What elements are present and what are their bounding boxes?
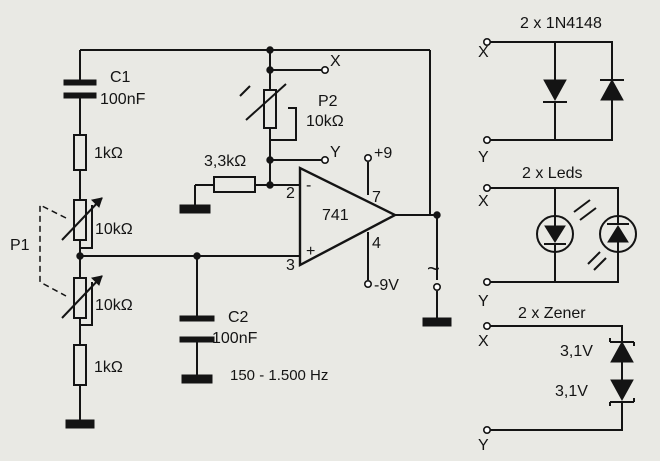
leds-x-label: X	[478, 193, 489, 210]
c1-name: C1	[110, 69, 131, 86]
capacitor-c1	[63, 72, 97, 104]
zener-y-label: Y	[478, 437, 489, 454]
diodes-y-label: Y	[478, 149, 489, 166]
terminal-x-label: X	[330, 53, 341, 70]
diodes-title: 2 x 1N4148	[520, 15, 602, 32]
vplus-label: +9	[374, 145, 392, 162]
zener-terminal-y[interactable]	[482, 425, 491, 434]
terminal-y[interactable]	[320, 156, 329, 165]
resistor-1k-bottom-label: 1kΩ	[94, 359, 123, 376]
p1-lower-label: 10kΩ	[95, 297, 133, 314]
pin-7-label: 7	[372, 189, 381, 206]
main-wires	[79, 49, 438, 420]
option-diodes: 2 x 1N4148 X Y	[478, 15, 624, 166]
ground-symbol-c2	[181, 374, 213, 384]
c2-name: C2	[228, 309, 249, 326]
ground-symbol-output	[422, 317, 452, 327]
terminal-y-label: Y	[330, 144, 341, 161]
pot-p1-lower	[61, 275, 103, 319]
vminus-label: -9V	[374, 277, 399, 294]
c2-value: 100nF	[212, 330, 258, 347]
leds-terminal-x[interactable]	[482, 184, 491, 193]
pot-p1-upper	[61, 197, 103, 241]
diodes-terminal-y[interactable]	[482, 136, 491, 145]
pot-p2	[239, 83, 287, 129]
resistor-3k3-label: 3,3kΩ	[204, 153, 246, 170]
pin-3-label: 3	[286, 257, 295, 274]
resistor-1k-bottom	[73, 344, 87, 386]
pin-4-label: 4	[372, 235, 381, 252]
zener-terminal-x[interactable]	[482, 321, 491, 330]
resistor-3k3	[213, 176, 256, 193]
leds-y-label: Y	[478, 293, 489, 310]
p2-value: 10kΩ	[306, 113, 344, 130]
zener-x-label: X	[478, 333, 489, 350]
diodes-terminal-x[interactable]	[482, 37, 491, 46]
terminal-x[interactable]	[320, 66, 329, 75]
opamp-741	[298, 166, 398, 267]
frequency-range: 150 - 1.500 Hz	[230, 367, 328, 384]
output-symbol: ~	[427, 256, 440, 281]
zener-v2-label: 3,1V	[555, 383, 588, 400]
terminal-vplus[interactable]	[363, 154, 372, 163]
resistor-1k-top	[73, 134, 87, 171]
junction-dots	[76, 46, 441, 260]
opamp-noninv-sign: +	[306, 243, 315, 260]
diodes-x-label: X	[478, 44, 489, 61]
ground-symbol-left	[65, 419, 95, 429]
c1-value: 100nF	[100, 91, 146, 108]
p1-gang-link	[39, 203, 67, 297]
terminal-vminus[interactable]	[363, 279, 372, 288]
terminal-output[interactable]	[432, 282, 441, 291]
opamp-inv-sign: -	[306, 177, 311, 194]
leds-terminal-y[interactable]	[482, 277, 491, 286]
pin-2-label: 2	[286, 185, 295, 202]
resistor-1k-top-label: 1kΩ	[94, 145, 123, 162]
option-zener: 2 x Zener X 3,1V 3,1V Y	[478, 305, 635, 454]
zener-title: 2 x Zener	[518, 305, 586, 322]
p2-name: P2	[318, 93, 338, 110]
zener-v1-label: 3,1V	[560, 343, 593, 360]
p1-upper-label: 10kΩ	[95, 221, 133, 238]
leds-title: 2 x Leds	[522, 165, 582, 182]
option-leds: 2 x Leds X Y	[478, 165, 637, 310]
p1-name: P1	[10, 237, 30, 254]
ground-symbol-input	[179, 204, 211, 214]
capacitor-c2	[179, 315, 215, 343]
opamp-label: 741	[322, 207, 349, 224]
